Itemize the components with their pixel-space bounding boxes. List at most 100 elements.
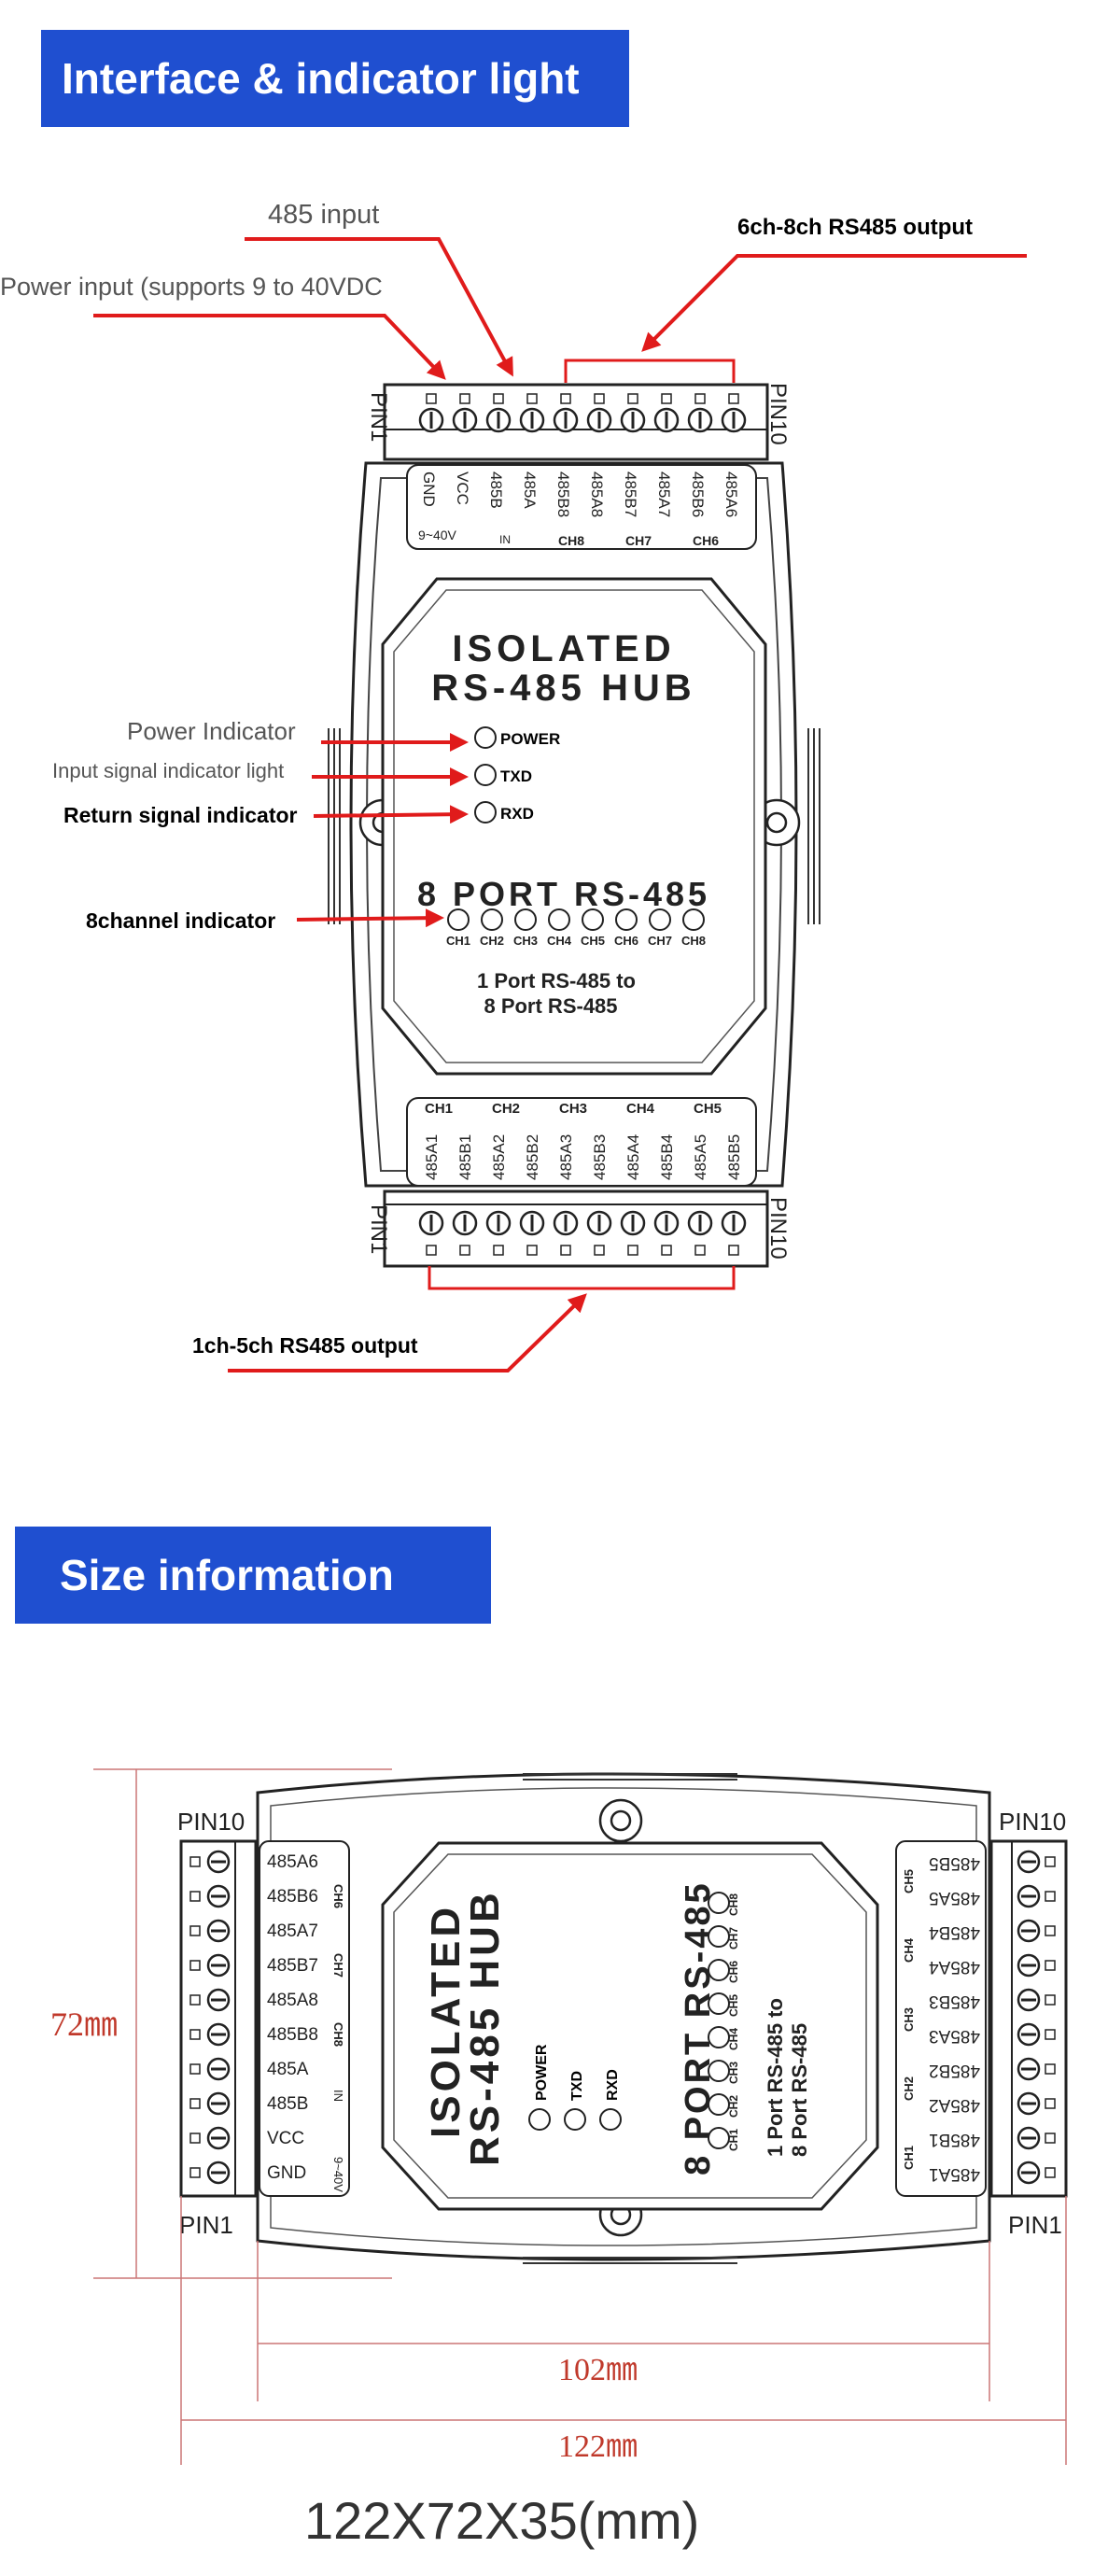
side-left-pin-marker-7	[189, 2063, 201, 2075]
section-title-interface: Interface & indicator light	[62, 54, 580, 103]
side-right-pin-marker-6	[1045, 2029, 1056, 2040]
side-right-label-5: 485B3	[929, 1992, 980, 2011]
side-channel-led-7	[708, 1925, 730, 1948]
side-led-rxd-label: RXD	[605, 2069, 621, 2101]
bottom-pin-marker-4	[526, 1245, 538, 1256]
side-pin1-left: PIN1	[179, 2211, 233, 2239]
bottom-terminal-label-6: 485B3	[591, 1134, 609, 1180]
side-right-label-1: 485B5	[929, 1853, 980, 1873]
device-body-inner	[366, 477, 782, 1172]
bottom-pin-marker-9	[694, 1245, 706, 1256]
top-group-label-2: CH7	[625, 533, 652, 548]
label-output-1-5: 1ch-5ch RS485 output	[192, 1333, 418, 1358]
side-right-pin-marker-5	[1045, 1994, 1056, 2006]
side-left-label-plate	[259, 1840, 350, 2197]
side-right-group-2: CH4	[902, 1937, 916, 1963]
side-front-panel	[381, 1841, 879, 2211]
side-left-pin-marker-1	[189, 1856, 201, 1867]
side-channel-led-2	[708, 2093, 730, 2116]
top-in-label: IN	[499, 533, 511, 546]
side-left-group-5: 9~40V	[331, 2157, 345, 2192]
section-title-size: Size information	[60, 1551, 394, 1599]
label-output-6-8: 6ch-8ch RS485 output	[737, 215, 974, 240]
bottom-group-label-3: CH3	[559, 1101, 587, 1117]
bottom-pin-marker-10	[728, 1245, 739, 1256]
dim-height-label: 72㎜	[50, 2006, 119, 2043]
side-right-label-7: 485B2	[929, 2061, 980, 2080]
bottom-pin-marker-8	[661, 1245, 672, 1256]
side-left-pin-marker-2	[189, 1891, 201, 1902]
arrow-return-signal	[313, 805, 469, 824]
side-left-label-7: 485A	[267, 2060, 309, 2079]
channel-led-6	[615, 908, 638, 931]
arrow-output-6-8	[641, 254, 1027, 352]
led-txd-label: TXD	[500, 767, 532, 785]
side-right-label-8: 485A2	[929, 2095, 980, 2115]
top-pin-marker-3	[493, 393, 504, 404]
led-power	[474, 726, 497, 749]
side-channel-label-8: CH8	[727, 1893, 740, 1916]
side-pin10-right: PIN10	[999, 1808, 1066, 1836]
side-left-pin-marker-4	[189, 1960, 201, 1971]
channel-led-1	[447, 908, 470, 931]
side-left-label-9: VCC	[267, 2129, 304, 2148]
channel-led-label-4: CH4	[547, 934, 572, 948]
front-panel	[381, 577, 767, 1076]
bottom-terminal-label-9: 485A5	[692, 1134, 709, 1180]
side-right-label-9: 485B1	[929, 2130, 980, 2149]
side-left-pin-marker-6	[189, 2029, 201, 2040]
side-title-line1: ISOLATED	[423, 1904, 469, 2138]
side-channel-led-6	[708, 1959, 730, 1981]
channel-led-2	[481, 908, 503, 931]
top-pin10-label: PIN10	[765, 383, 791, 445]
side-left-label-8: 485B	[267, 2094, 308, 2114]
bottom-terminal-block	[383, 1189, 769, 1268]
top-pin-marker-10	[728, 393, 739, 404]
side-right-label-6: 485A3	[929, 2026, 980, 2046]
top-terminal-block	[383, 383, 769, 461]
bracket-top-output	[564, 359, 736, 383]
bottom-group-label-2: CH2	[492, 1101, 520, 1117]
bottom-group-label-4: CH4	[626, 1101, 655, 1117]
side-channel-label-5: CH5	[727, 1994, 740, 2017]
channel-led-label-1: CH1	[446, 934, 470, 948]
top-terminal-label-5: 485B8	[554, 472, 572, 517]
label-return-signal-indicator: Return signal indicator	[63, 803, 298, 827]
bottom-terminal-label-8: 485B4	[658, 1134, 676, 1180]
side-left-group-2: CH7	[331, 1953, 345, 1978]
bottom-terminal-label-1: 485A1	[423, 1134, 441, 1180]
side-right-label-10: 485A1	[929, 2164, 980, 2184]
side-led-txd	[564, 2108, 586, 2131]
side-right-pin-marker-1	[1045, 1856, 1056, 1867]
top-terminal-label-2: VCC	[454, 472, 471, 505]
top-terminal-label-7: 485B7	[622, 472, 639, 517]
side-right-pin-marker-10	[1045, 2167, 1056, 2178]
device-desc-line1: 1 Port RS-485 to	[477, 969, 636, 992]
side-left-label-5: 485A8	[267, 1991, 318, 2010]
device-title-line1: ISOLATED	[452, 628, 675, 669]
channel-led-label-6: CH6	[614, 934, 638, 948]
side-left-group-1: CH6	[331, 1884, 345, 1908]
side-led-txd-label: TXD	[569, 2071, 585, 2101]
side-desc-line1: 1 Port RS-485 to	[764, 1998, 787, 2157]
side-channel-led-4	[708, 2026, 730, 2048]
bottom-group-label-5: CH5	[694, 1101, 722, 1117]
top-pin1-label: PIN1	[366, 392, 391, 442]
side-channel-label-3: CH3	[727, 2062, 740, 2084]
top-terminal-label-10: 485A6	[722, 472, 740, 517]
bottom-terminal-label-5: 485A3	[557, 1134, 575, 1180]
bottom-terminal-label-3: 485A2	[490, 1134, 508, 1180]
side-left-pin-marker-5	[189, 1994, 201, 2006]
side-pin1-right: PIN1	[1008, 2211, 1062, 2239]
bottom-pin-marker-6	[594, 1245, 605, 1256]
bottom-terminal-label-7: 485A4	[624, 1134, 642, 1180]
top-pin-marker-6	[594, 393, 605, 404]
label-485-input: 485 input	[268, 200, 380, 230]
bottom-pin-marker-3	[493, 1245, 504, 1256]
label-power-indicator: Power Indicator	[127, 717, 296, 745]
side-channel-label-4: CH4	[727, 2028, 740, 2050]
side-right-pin-marker-4	[1045, 1960, 1056, 1971]
bottom-terminal-label-4: 485B2	[524, 1134, 541, 1180]
top-pin-marker-7	[627, 393, 638, 404]
